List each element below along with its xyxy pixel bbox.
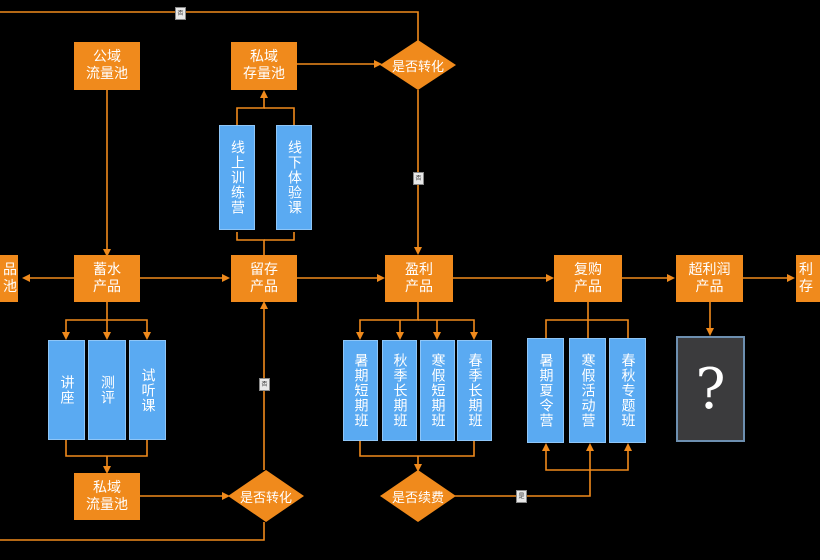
mystery-product-box: ? bbox=[676, 336, 745, 442]
spring-long-box: 春季长期班 bbox=[457, 340, 492, 441]
profit-product-node: 盈利 产品 bbox=[385, 255, 453, 302]
diamond-shape bbox=[380, 40, 456, 90]
autumn-long-box: 秋季长期班 bbox=[382, 340, 417, 441]
spring-autumn-special-box: 春秋专题班 bbox=[609, 338, 646, 443]
repurchase-product-node: 复购 产品 bbox=[554, 255, 622, 302]
question-mark-icon: ? bbox=[695, 356, 726, 422]
winter-camp-box: 寒假活动营 bbox=[569, 338, 606, 443]
no-tag-top: 否 bbox=[175, 7, 186, 20]
no-tag-bottom-left: 否 bbox=[259, 378, 270, 391]
diamond-shape bbox=[380, 470, 456, 522]
lecture-box: 讲座 bbox=[48, 340, 85, 440]
decision-convert-top: 是否转化 bbox=[380, 40, 456, 90]
diamond-shape bbox=[228, 470, 304, 522]
private-pool-top-node: 私域 存量池 bbox=[231, 42, 297, 90]
yes-tag-bottom-right: 是 bbox=[516, 490, 527, 503]
winter-short-box: 寒假短期班 bbox=[420, 340, 455, 441]
retention-product-node: 留存 产品 bbox=[231, 255, 297, 302]
assessment-box: 测评 bbox=[88, 340, 126, 440]
decision-convert-bottom: 是否转化 bbox=[228, 470, 304, 522]
super-profit-product-node: 超利润 产品 bbox=[676, 255, 743, 302]
online-camp-box: 线上训练营 bbox=[219, 125, 255, 230]
right-edge-partial-node: 利 存 bbox=[796, 255, 820, 302]
decision-renew: 是否续费 bbox=[380, 470, 456, 522]
left-edge-partial-node: 品 池 bbox=[0, 255, 18, 302]
decision-label: 是否转化 bbox=[391, 59, 444, 75]
decision-label: 是否转化 bbox=[239, 490, 292, 506]
storage-product-node: 蓄水 产品 bbox=[74, 255, 140, 302]
no-tag-mid: 否 bbox=[413, 172, 424, 185]
private-pool-bottom-node: 私域 流量池 bbox=[74, 473, 140, 520]
decision-label: 是否续费 bbox=[391, 490, 444, 506]
trial-class-box: 试听课 bbox=[129, 340, 166, 440]
offline-experience-box: 线下体验课 bbox=[276, 125, 312, 230]
public-pool-node: 公域 流量池 bbox=[74, 42, 140, 90]
summer-short-box: 暑期短期班 bbox=[343, 340, 378, 441]
summer-camp-box: 暑期夏令营 bbox=[527, 338, 564, 443]
